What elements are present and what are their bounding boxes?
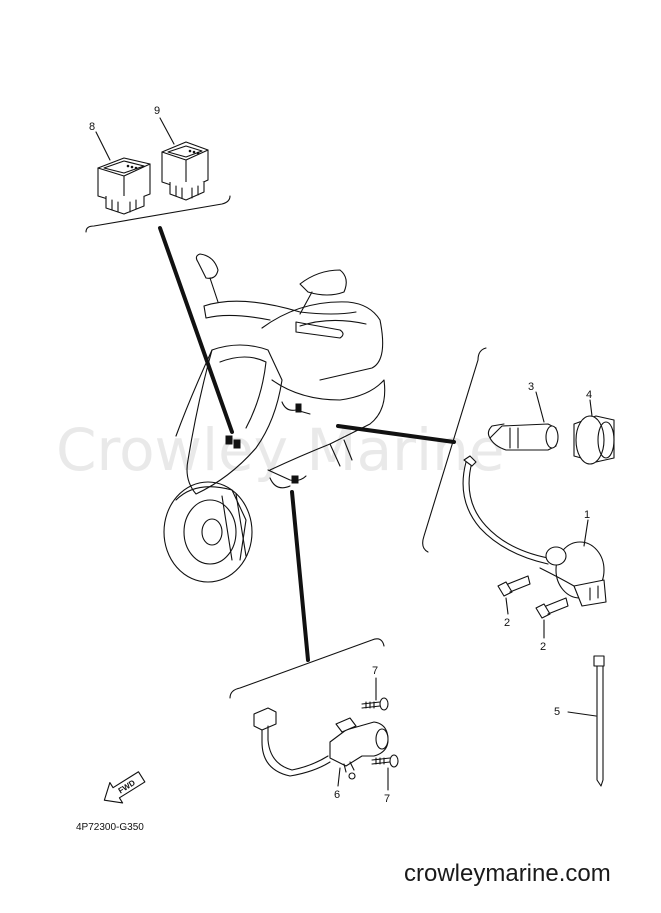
watermark-text: Crowley Marine [56,416,505,484]
relay-8[interactable] [97,157,151,215]
callout-7a: 7 [372,665,378,677]
seal-cap-4[interactable] [573,415,615,465]
callout-8: 8 [89,121,95,133]
relay-9[interactable] [161,141,209,201]
relay-group: 8 9 [85,105,231,233]
switch-group: 6 7 7 [229,638,399,805]
plug-cap-3[interactable] [487,423,559,451]
callout-6: 6 [334,789,340,801]
site-url[interactable]: crowleymarine.com [404,860,611,887]
callout-2b: 2 [540,641,546,653]
leader-ignition [336,424,456,444]
switch-6[interactable] [329,717,389,780]
callout-1: 1 [584,509,590,521]
scooter-illustration [163,253,386,583]
bolt-2a[interactable] [497,575,531,597]
callout-4: 4 [586,389,592,401]
leader-relays [158,226,234,434]
leader-switch [290,490,310,662]
fwd-arrow: FWD [103,771,146,804]
screw-7a[interactable] [361,697,389,711]
callout-2a: 2 [504,617,510,629]
callout-3: 3 [528,381,534,393]
screw-7b[interactable] [371,754,399,768]
callout-5: 5 [554,706,560,718]
callout-7b: 7 [384,793,390,805]
bolt-2b[interactable] [535,597,569,619]
callout-9: 9 [154,105,160,117]
ignition-group: 3 4 1 2 [422,347,615,653]
part-code: 4P72300-G350 [76,822,144,833]
cable-tie-5[interactable] [593,655,605,787]
ignition-coil-1[interactable] [539,541,607,607]
